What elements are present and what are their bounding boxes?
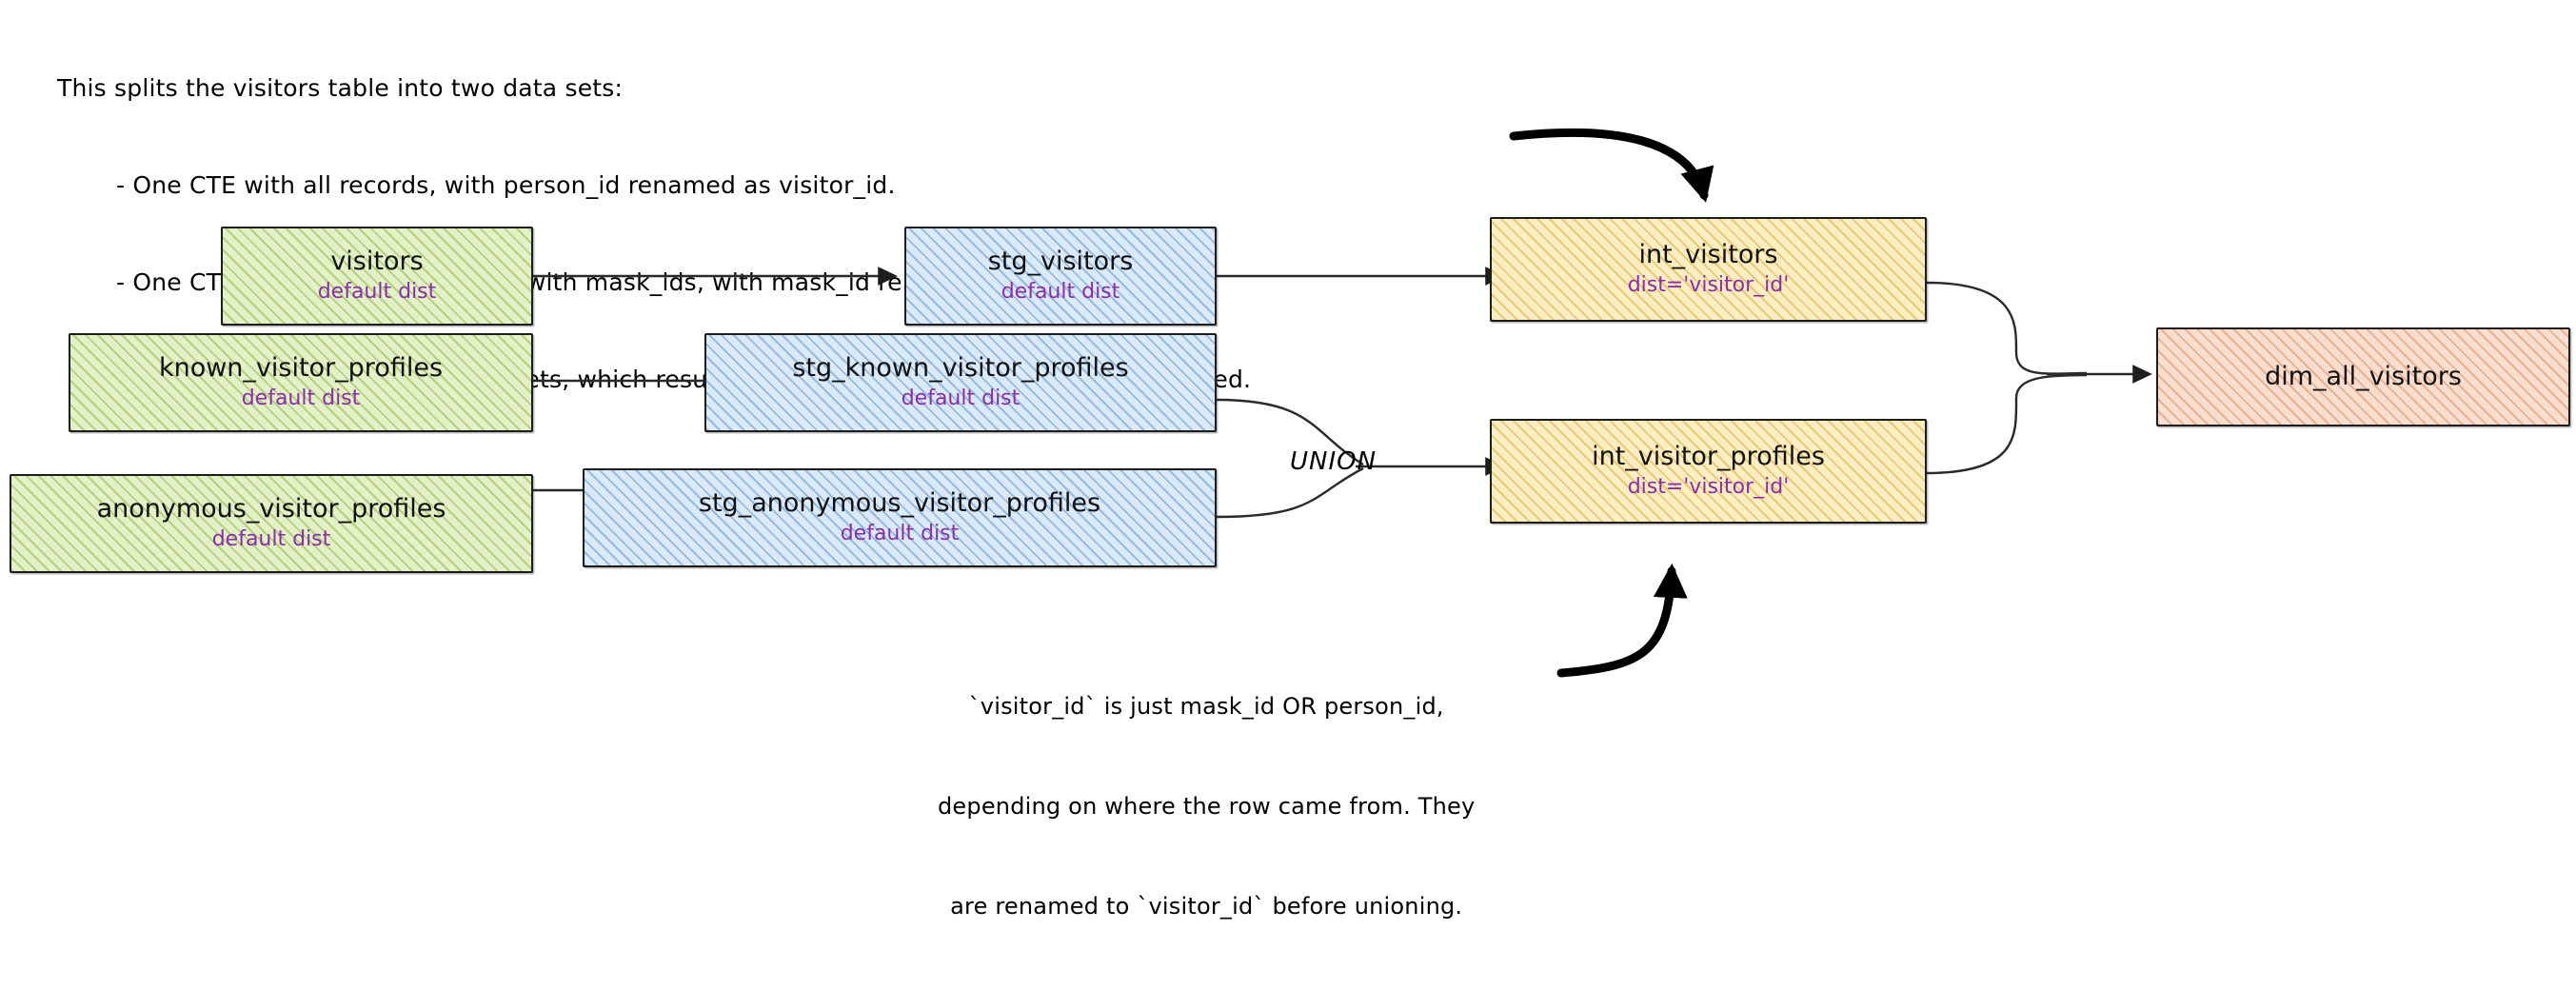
node-stg-anonymous-visitor-profiles-subtitle: default dist (840, 522, 960, 545)
callout-arrow-int-visitor-profiles (1556, 563, 1688, 678)
node-anonymous-visitor-profiles[interactable]: anonymous_visitor_profiles default dist (10, 474, 533, 573)
intro-line-0: This splits the visitors table into two … (57, 74, 624, 102)
callout-arrow-int-visitors (1509, 128, 1714, 203)
node-stg-anonymous-visitor-profiles-title: stg_anonymous_visitor_profiles (698, 488, 1101, 518)
visitor-id-annotation-line-2: are renamed to `visitor_id` before union… (950, 893, 1463, 920)
node-stg-visitors-subtitle: default dist (1001, 280, 1120, 304)
node-visitors-subtitle: default dist (317, 280, 437, 304)
node-known-visitor-profiles[interactable]: known_visitor_profiles default dist (69, 333, 533, 432)
node-anonymous-visitor-profiles-subtitle: default dist (211, 527, 331, 551)
node-stg-known-visitor-profiles[interactable]: stg_known_visitor_profiles default dist (704, 333, 1217, 432)
node-int-visitor-profiles-title: int_visitor_profiles (1592, 442, 1825, 471)
node-int-visitors-title: int_visitors (1638, 240, 1778, 269)
union-label: UNION (1290, 447, 1377, 476)
visitor-id-annotation: `visitor_id` is just mask_id OR person_i… (938, 624, 1475, 990)
node-int-visitors[interactable]: int_visitors dist='visitor_id' (1490, 217, 1927, 322)
intro-line-1: - One CTE with all records, with person_… (116, 171, 896, 199)
node-stg-visitors-title: stg_visitors (987, 247, 1134, 276)
node-stg-known-visitor-profiles-title: stg_known_visitor_profiles (792, 353, 1129, 383)
node-stg-visitors[interactable]: stg_visitors default dist (904, 227, 1217, 326)
node-known-visitor-profiles-title: known_visitor_profiles (158, 353, 444, 383)
node-stg-known-visitor-profiles-subtitle: default dist (901, 386, 1020, 410)
node-dim-all-visitors-title: dim_all_visitors (2265, 362, 2462, 391)
visitor-id-annotation-line-0: `visitor_id` is just mask_id OR person_i… (968, 693, 1444, 720)
diagram-canvas: This splits the visitors table into two … (10, 74, 2570, 920)
edge-int-visitor-profiles-to-dim (1926, 373, 2088, 475)
edge-int-visitors-to-dim (1926, 281, 2088, 375)
node-stg-anonymous-visitor-profiles[interactable]: stg_anonymous_visitor_profiles default d… (583, 468, 1217, 567)
node-dim-all-visitors[interactable]: dim_all_visitors (2156, 327, 2570, 426)
node-visitors-title: visitors (330, 247, 424, 276)
node-int-visitor-profiles-subtitle: dist='visitor_id' (1627, 475, 1790, 499)
node-known-visitor-profiles-subtitle: default dist (241, 386, 361, 410)
node-int-visitor-profiles[interactable]: int_visitor_profiles dist='visitor_id' (1490, 419, 1927, 524)
node-int-visitors-subtitle: dist='visitor_id' (1627, 273, 1790, 297)
node-anonymous-visitor-profiles-title: anonymous_visitor_profiles (96, 494, 446, 524)
visitor-id-annotation-line-1: depending on where the row came from. Th… (938, 793, 1476, 820)
node-visitors[interactable]: visitors default dist (221, 227, 533, 326)
